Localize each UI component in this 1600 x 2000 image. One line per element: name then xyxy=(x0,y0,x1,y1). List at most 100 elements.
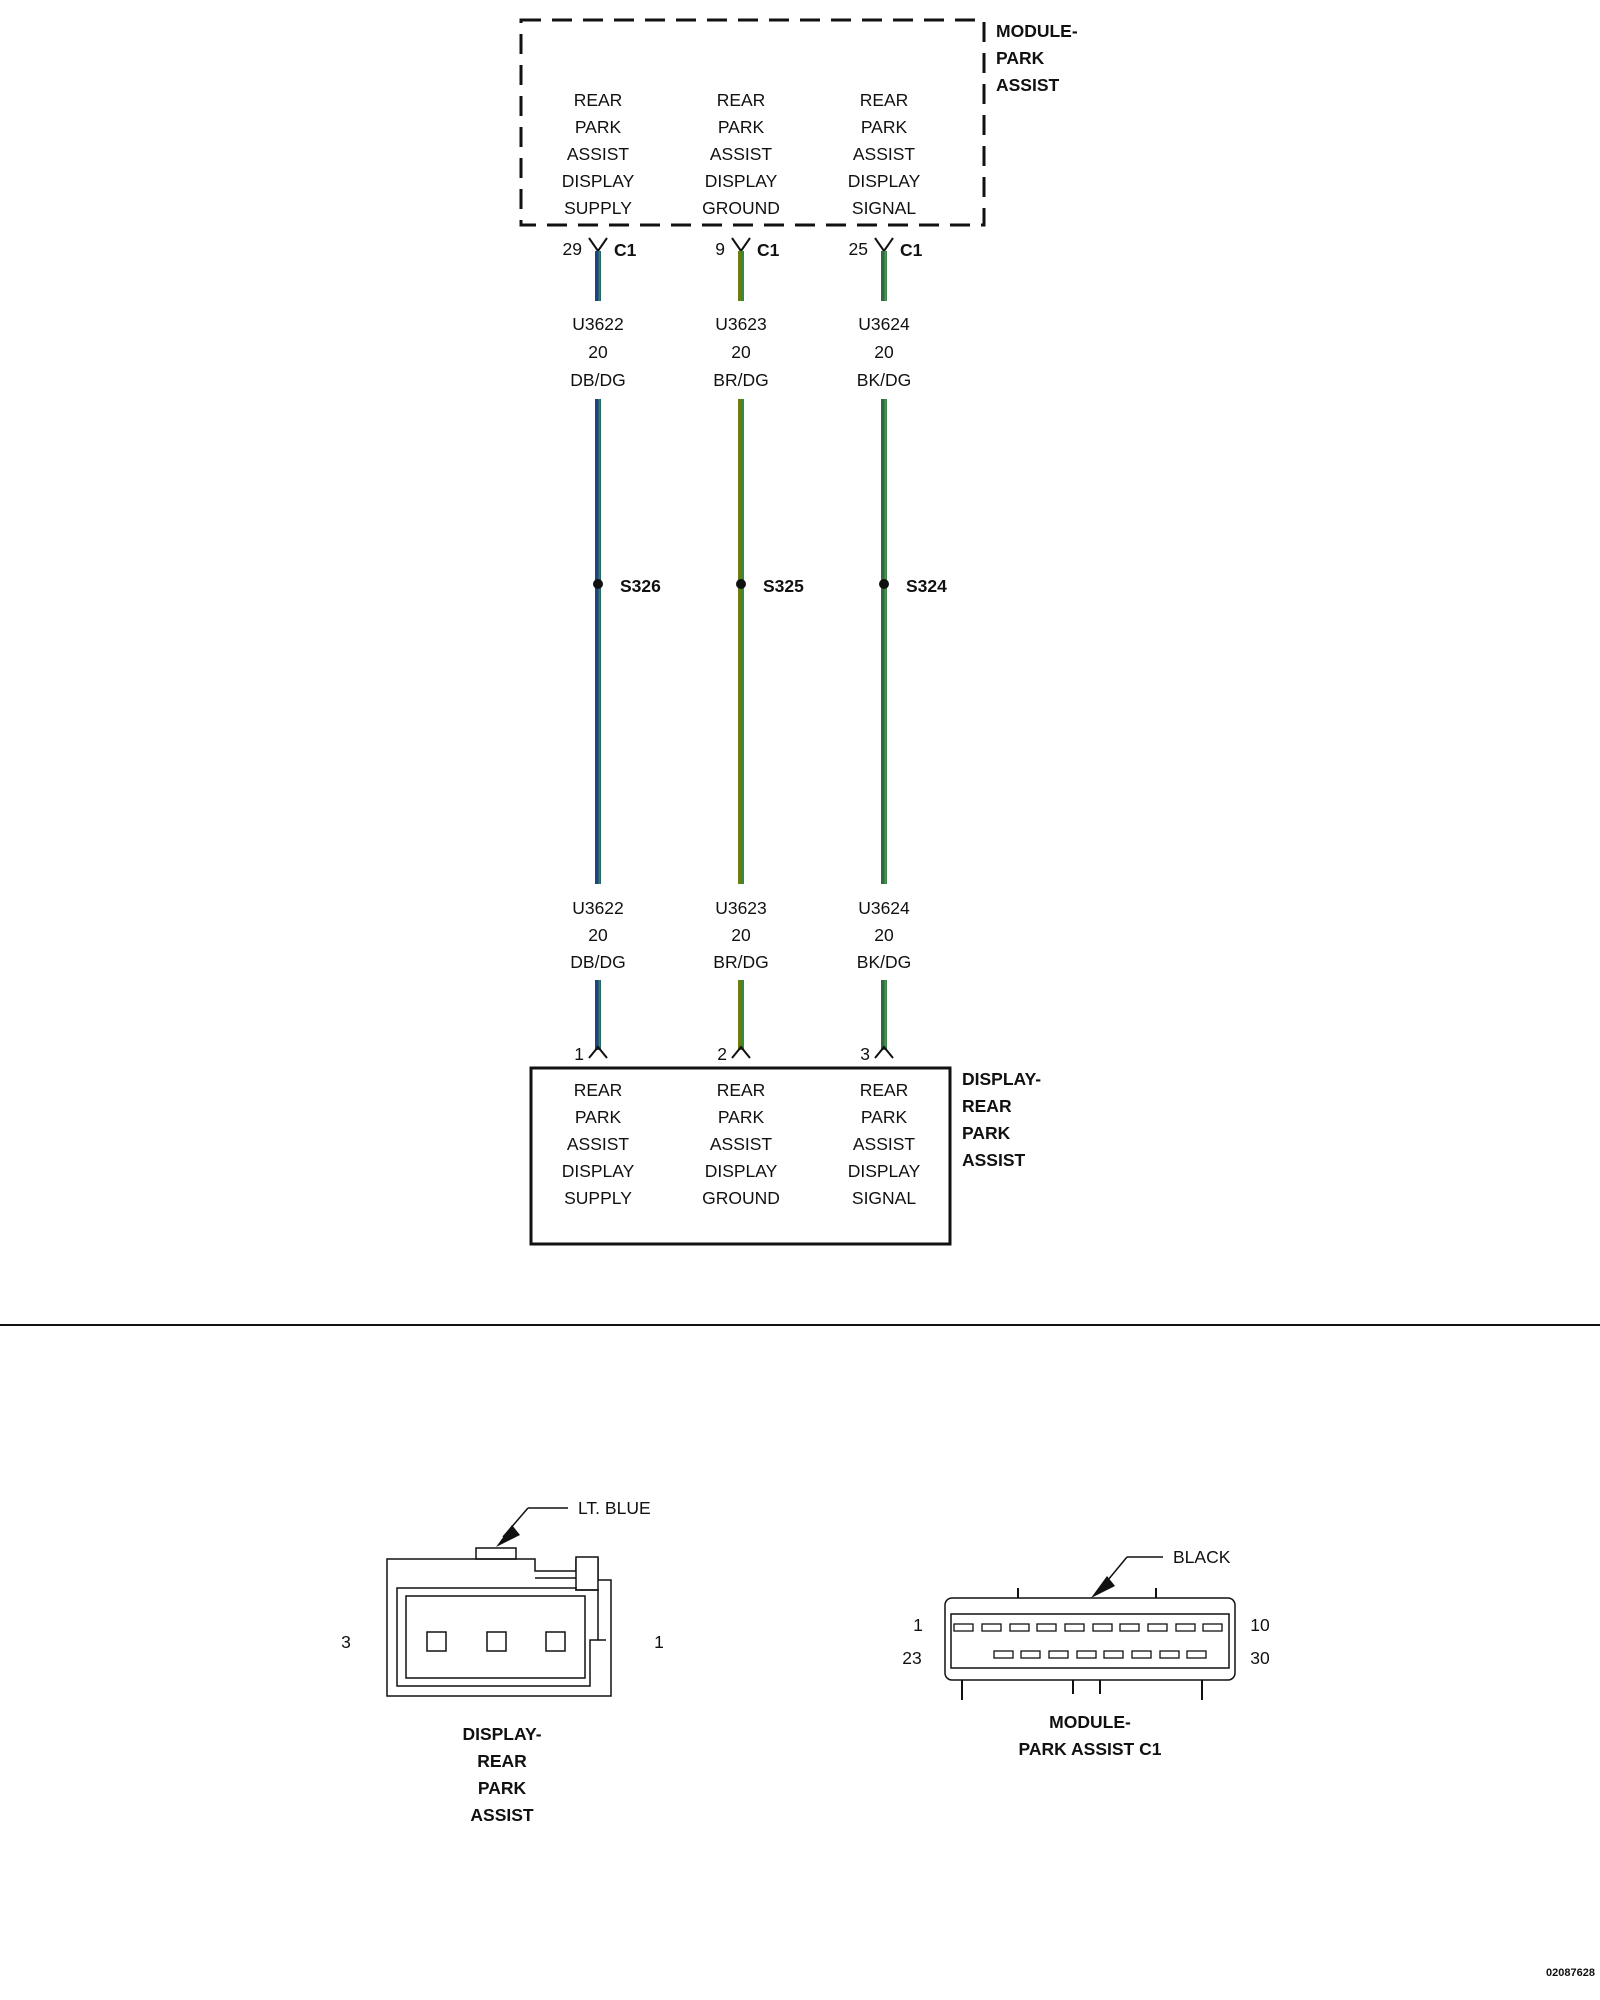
connector-id: C1 xyxy=(757,240,780,260)
display-terminal-pin-2: 2 xyxy=(717,1044,751,1064)
female-terminal-symbol xyxy=(731,237,751,253)
display-name-line-3: PARK xyxy=(962,1123,1011,1143)
display-name-line-4: ASSIST xyxy=(962,1150,1026,1170)
wire-label-upper-u3624: U3624 20 BK/DG xyxy=(857,314,911,390)
module-pin-label-ground: REAR PARK ASSIST DISPLAY GROUND xyxy=(702,90,780,218)
splice-dot xyxy=(879,579,889,589)
module-pin-label-line: REAR xyxy=(860,90,909,110)
wire-u3624 xyxy=(881,251,887,1050)
display-pin-label-line: DISPLAY xyxy=(848,1161,921,1181)
terminal-cavity xyxy=(1103,1650,1124,1659)
module-terminal-pin-29: 29 C1 xyxy=(563,237,637,260)
connector-color-label: LT. BLUE xyxy=(578,1498,651,1518)
male-terminal-symbol xyxy=(588,1045,608,1059)
wire-label-lower-u3624: U3624 20 BK/DG xyxy=(857,898,911,972)
terminal-cavity xyxy=(486,1631,507,1652)
connector-name-line-3: PARK xyxy=(478,1778,527,1798)
connector-id: C1 xyxy=(900,240,923,260)
module-pin-label-line: DISPLAY xyxy=(705,171,778,191)
female-terminal-symbol xyxy=(874,237,894,253)
display-pin-label-line: ASSIST xyxy=(853,1134,916,1154)
wire-u3622 xyxy=(595,251,601,1050)
terminal-cavity xyxy=(981,1623,1002,1632)
wire-label-upper-u3622: U3622 20 DB/DG xyxy=(570,314,625,390)
wire-gauge: 20 xyxy=(588,342,608,362)
wire-gauge: 20 xyxy=(874,342,894,362)
terminal-cavity xyxy=(1147,1623,1168,1632)
module-terminal-pin-25: 25 C1 xyxy=(849,237,923,260)
pin-number: 1 xyxy=(574,1044,584,1064)
module-dashed-outline xyxy=(519,18,986,227)
pin-number-top-right: 10 xyxy=(1250,1615,1270,1635)
connector-name-line-4: ASSIST xyxy=(470,1805,534,1825)
display-terminal-pin-1: 1 xyxy=(574,1044,608,1064)
module-pin-label-line: SIGNAL xyxy=(852,198,916,218)
splice-label: S325 xyxy=(763,576,804,596)
display-pin-label-line: SIGNAL xyxy=(852,1188,916,1208)
wire-u3623 xyxy=(738,251,744,1050)
terminal-cavity xyxy=(1076,1650,1097,1659)
terminal-cavity xyxy=(1009,1623,1030,1632)
display-pin-label-line: SUPPLY xyxy=(564,1188,632,1208)
splice-dot xyxy=(593,579,603,589)
male-terminal-symbol xyxy=(874,1045,894,1059)
module-pin-label-line: ASSIST xyxy=(853,144,916,164)
display-pin-label-line: PARK xyxy=(861,1107,908,1127)
module-name-line-1: MODULE- xyxy=(996,21,1078,41)
terminal-cavity xyxy=(953,1623,974,1632)
module-pin-label-line: GROUND xyxy=(702,198,780,218)
pin-number-top-left: 1 xyxy=(913,1615,923,1635)
display-terminal-pin-3: 3 xyxy=(860,1044,894,1064)
connector-name-line-2: REAR xyxy=(477,1751,527,1771)
module-pin-label-line: DISPLAY xyxy=(562,171,635,191)
display-pin-label-line: GROUND xyxy=(702,1188,780,1208)
wire-label-lower-u3622: U3622 20 DB/DG xyxy=(570,898,625,972)
display-pin-label-line: PARK xyxy=(718,1107,765,1127)
wire-gauge: 20 xyxy=(731,925,751,945)
circuit-number: U3624 xyxy=(858,314,910,334)
pin-number-right: 1 xyxy=(654,1632,664,1652)
connector-inner-outline xyxy=(405,1595,586,1679)
display-name-line-2: REAR xyxy=(962,1096,1012,1116)
connector-color-label: BLACK xyxy=(1173,1547,1231,1567)
circuit-number: U3623 xyxy=(715,314,767,334)
circuit-number: U3622 xyxy=(572,314,624,334)
display-pin-label-line: REAR xyxy=(574,1080,623,1100)
terminal-cavity xyxy=(426,1631,447,1652)
module-connector-view: BLACK xyxy=(902,1547,1270,1759)
display-pin-label-line: ASSIST xyxy=(710,1134,773,1154)
module-pin-label-line: REAR xyxy=(717,90,766,110)
display-pin-label-signal: REAR PARK ASSIST DISPLAY SIGNAL xyxy=(848,1080,921,1208)
module-pin-label-signal: REAR PARK ASSIST DISPLAY SIGNAL xyxy=(848,90,921,218)
terminal-cavity xyxy=(1159,1650,1180,1659)
terminal-cavity xyxy=(1092,1623,1113,1632)
terminal-cavity xyxy=(1202,1623,1223,1632)
wire-color-code: BK/DG xyxy=(857,370,911,390)
pin-number-bottom-left: 23 xyxy=(902,1648,921,1668)
circuit-number: U3622 xyxy=(572,898,624,918)
display-connector-view: LT. BLUE 3 1 DISPLAY- REAR PARK ASSIST xyxy=(341,1498,664,1825)
module-pin-label-line: PARK xyxy=(861,117,908,137)
display-pin-label-line: PARK xyxy=(575,1107,622,1127)
module-pin-label-supply: REAR PARK ASSIST DISPLAY SUPPLY xyxy=(562,90,635,218)
splice-dot xyxy=(736,579,746,589)
wire-color-code: BR/DG xyxy=(713,952,768,972)
figure-id: 02087628 xyxy=(1546,1967,1595,1979)
module-name-line-3: ASSIST xyxy=(996,75,1060,95)
callout-arrowhead xyxy=(1091,1576,1115,1598)
terminal-cavity xyxy=(1064,1623,1085,1632)
splice-s324: S324 xyxy=(879,576,947,596)
park-assist-module: MODULE- PARK ASSIST REAR PARK ASSIST DIS… xyxy=(519,18,1078,227)
display-pin-label-line: REAR xyxy=(860,1080,909,1100)
module-pin-label-line: PARK xyxy=(718,117,765,137)
connector-name-line-1: DISPLAY- xyxy=(462,1724,541,1744)
terminal-cavity xyxy=(1186,1650,1207,1659)
pin-number-left: 3 xyxy=(341,1632,351,1652)
cavity-row-bottom xyxy=(993,1650,1207,1659)
display-name-line-1: DISPLAY- xyxy=(962,1069,1041,1089)
splice-label: S324 xyxy=(906,576,947,596)
module-name-line-2: PARK xyxy=(996,48,1045,68)
circuit-number: U3624 xyxy=(858,898,910,918)
terminal-cavity xyxy=(545,1631,566,1652)
